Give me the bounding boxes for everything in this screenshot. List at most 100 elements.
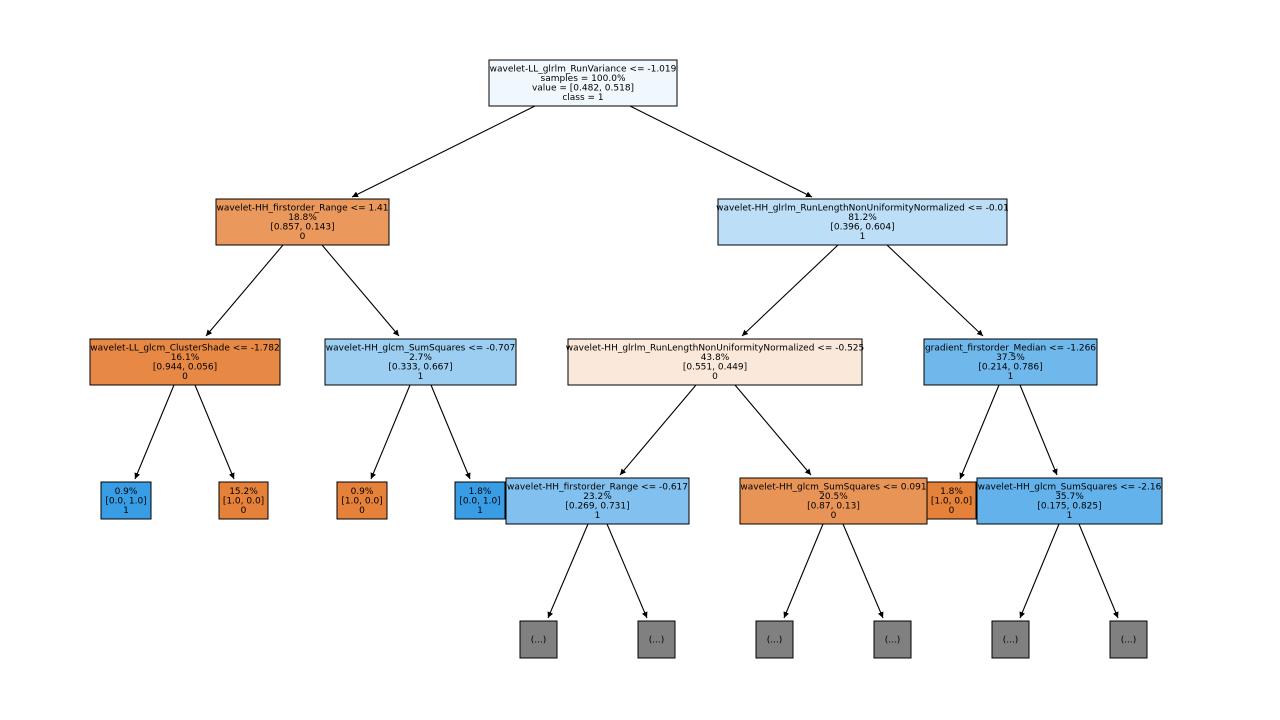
node-text-line: [0.0, 1.0] — [459, 496, 500, 506]
node-text-line: wavelet-HH_glcm_SumSquares <= 0.091 — [740, 483, 926, 493]
node-text-line: wavelet-HH_glcm_SumSquares <= -2.16 — [978, 483, 1162, 493]
tree-node-n2: wavelet-HH_glrlm_RunLengthNonUniformityN… — [716, 198, 1009, 246]
node-box — [976, 477, 1163, 525]
node-box — [755, 620, 794, 659]
tree-node-n4: wavelet-HH_glcm_SumSquares <= -0.7072.7%… — [324, 338, 517, 386]
node-box — [89, 338, 281, 386]
node-text-line: 0.9% — [115, 487, 138, 497]
edge-n14-to-t5 — [1019, 523, 1060, 619]
tree-node-n11: wavelet-HH_firstorder_Range <= -0.61723.… — [505, 477, 690, 525]
node-text-line: 0 — [831, 511, 837, 521]
node-text-line: [0.214, 0.786] — [978, 363, 1042, 373]
node-text-line: (...) — [1121, 635, 1137, 645]
node-text-line: 1 — [860, 232, 866, 242]
node-text-line: [0.857, 0.143] — [270, 223, 334, 233]
tree-node-t5: (...) — [991, 620, 1030, 659]
tree-node-n8: 15.2%[1.0, 0.0]0 — [218, 481, 269, 520]
edge-n11-to-t2 — [606, 523, 648, 619]
node-text-line: [0.944, 0.056] — [153, 363, 217, 373]
node-box — [336, 481, 388, 520]
edge-n11-to-t1 — [547, 523, 589, 619]
node-text-line: 1 — [123, 506, 129, 516]
edge-root-to-n2 — [629, 105, 813, 198]
node-text-line: [0.333, 0.667] — [388, 363, 452, 373]
edge-n12-to-t3 — [783, 523, 824, 619]
node-box — [100, 481, 152, 520]
tree-node-n7: 0.9%[0.0, 1.0]1 — [100, 481, 152, 520]
node-box — [519, 620, 558, 659]
node-text-line: 0 — [712, 372, 718, 382]
node-text-line: 18.8% — [288, 213, 317, 223]
node-box — [873, 620, 912, 659]
node-text-line: [1.0, 0.0] — [931, 496, 972, 506]
tree-node-t4: (...) — [873, 620, 912, 659]
tree-edges — [134, 105, 1119, 619]
node-text-line: [0.551, 0.449] — [683, 363, 747, 373]
node-text-line: [0.396, 0.604] — [830, 223, 894, 233]
node-text-line: [0.0, 1.0] — [105, 496, 146, 506]
tree-node-t1: (...) — [519, 620, 558, 659]
node-text-line: wavelet-HH_firstorder_Range <= -0.617 — [507, 483, 688, 493]
node-box — [218, 481, 269, 520]
node-text-line: wavelet-HH_glcm_SumSquares <= -0.707 — [326, 344, 515, 354]
edge-n4-to-n10 — [430, 384, 471, 480]
edge-n6-to-n13 — [959, 384, 1000, 480]
node-text-line: 1 — [595, 511, 601, 521]
node-text-line: 1 — [418, 372, 424, 382]
node-text-line: 23.2% — [583, 492, 612, 502]
node-text-line: gradient_firstorder_Median <= -1.266 — [925, 344, 1096, 354]
node-text-line: 0 — [949, 506, 955, 516]
node-text-line: [0.175, 0.825] — [1037, 502, 1101, 512]
node-text-line: (...) — [1003, 635, 1019, 645]
edge-n3-to-n8 — [194, 384, 235, 480]
node-text-line: wavelet-HH_glrlm_RunLengthNonUniformityN… — [566, 344, 865, 354]
tree-node-n14: wavelet-HH_glcm_SumSquares <= -2.1635.7%… — [976, 477, 1163, 525]
node-text-line: wavelet-LL_glrlm_RunVariance <= -1.019 — [490, 65, 677, 75]
node-text-line: 43.8% — [701, 353, 730, 363]
tree-node-n6: gradient_firstorder_Median <= -1.26637.5… — [923, 338, 1098, 386]
node-box — [923, 338, 1098, 386]
node-text-line: [0.269, 0.731] — [565, 502, 629, 512]
node-box — [324, 338, 517, 386]
tree-node-n10: 1.8%[0.0, 1.0]1 — [454, 481, 506, 520]
node-text-line: class = 1 — [562, 93, 603, 103]
edge-n2-to-n6 — [886, 244, 984, 337]
node-text-line: wavelet-HH_firstorder_Range <= 1.41 — [216, 204, 388, 214]
node-text-line: 1.8% — [469, 487, 492, 497]
node-text-line: wavelet-HH_glrlm_RunLengthNonUniformityN… — [716, 204, 1009, 214]
tree-node-root: wavelet-LL_glrlm_RunVariance <= -1.019sa… — [488, 59, 678, 107]
tree-node-n9: 0.9%[1.0, 0.0]0 — [336, 481, 388, 520]
node-box — [488, 59, 678, 107]
node-text-line: 1.8% — [940, 487, 963, 497]
tree-node-t3: (...) — [755, 620, 794, 659]
node-text-line: [1.0, 0.0] — [341, 496, 382, 506]
node-text-line: [0.87, 0.13] — [807, 502, 860, 512]
edge-n1-to-n4 — [321, 244, 400, 337]
edge-n14-to-t6 — [1078, 523, 1119, 619]
node-box — [1109, 620, 1148, 659]
node-text-line: [1.0, 0.0] — [223, 496, 264, 506]
tree-node-n1: wavelet-HH_firstorder_Range <= 1.4118.8%… — [215, 198, 390, 246]
edge-n6-to-n14 — [1019, 384, 1058, 476]
tree-node-t2: (...) — [637, 620, 676, 659]
node-text-line: samples = 100.0% — [541, 74, 626, 84]
node-text-line: 0 — [182, 372, 188, 382]
node-text-line: 1 — [1067, 511, 1073, 521]
node-text-line: 20.5% — [819, 492, 848, 502]
node-text-line: (...) — [767, 635, 783, 645]
tree-node-n3: wavelet-LL_glcm_ClusterShade <= -1.78216… — [89, 338, 281, 386]
edge-n1-to-n3 — [205, 244, 284, 337]
node-text-line: 2.7% — [409, 353, 432, 363]
tree-nodes: wavelet-LL_glrlm_RunVariance <= -1.019sa… — [89, 59, 1163, 659]
tree-node-n13: 1.8%[1.0, 0.0]0 — [926, 481, 977, 520]
node-box — [926, 481, 977, 520]
node-box — [215, 198, 390, 246]
edge-root-to-n1 — [351, 105, 536, 198]
node-text-line: 81.2% — [848, 213, 877, 223]
node-text-line: 1 — [477, 506, 483, 516]
node-box — [505, 477, 690, 525]
tree-node-n5: wavelet-HH_glrlm_RunLengthNonUniformityN… — [566, 338, 865, 386]
node-text-line: (...) — [531, 635, 547, 645]
node-text-line: wavelet-LL_glcm_ClusterShade <= -1.782 — [90, 344, 279, 354]
